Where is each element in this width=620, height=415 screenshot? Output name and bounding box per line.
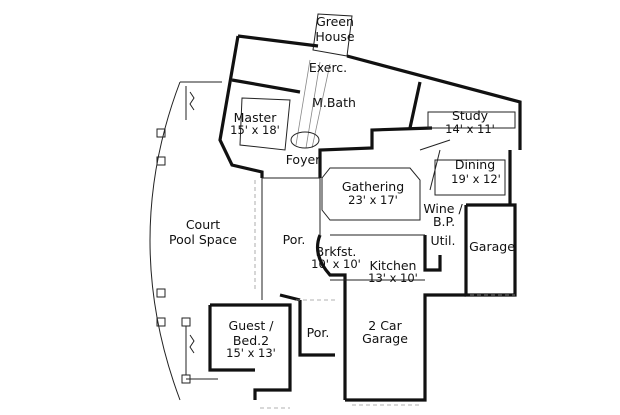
label-guest-porch: Por. bbox=[307, 325, 330, 340]
label-kitchen: Kitchen bbox=[370, 258, 417, 273]
label-two-car-garage-2: Garage bbox=[362, 331, 408, 346]
label-exercise: Exerc. bbox=[309, 60, 347, 75]
label-guest-2: Bed.2 bbox=[233, 333, 269, 348]
label-kitchen-size: 13' x 10' bbox=[368, 271, 418, 285]
label-dining: Dining bbox=[455, 157, 495, 172]
walls bbox=[208, 34, 522, 409]
label-study-size: 14' x 11' bbox=[445, 122, 495, 136]
label-green-house-1: Green bbox=[316, 14, 354, 29]
label-guest-size: 15' x 13' bbox=[226, 346, 276, 360]
label-garage: Garage bbox=[469, 239, 515, 254]
label-court-1: Court bbox=[186, 217, 220, 232]
exercise-track bbox=[290, 59, 331, 149]
label-study: Study bbox=[452, 108, 489, 123]
label-porch: Por. bbox=[283, 232, 306, 247]
label-dining-size: 19' x 12' bbox=[451, 172, 501, 186]
label-gathering-size: 23' x 17' bbox=[348, 193, 398, 207]
label-foyer: Foyer bbox=[286, 152, 321, 167]
label-gathering: Gathering bbox=[342, 179, 404, 194]
label-master: Master bbox=[234, 110, 278, 125]
label-breakfast: Brkfst. bbox=[316, 244, 357, 259]
label-green-house-2: House bbox=[315, 29, 354, 44]
room-labels: Green House Exerc. M.Bath Master 15' x 1… bbox=[169, 14, 515, 360]
label-master-bath: M.Bath bbox=[312, 95, 356, 110]
label-wine-2: B.P. bbox=[433, 214, 455, 229]
label-wine-1: Wine / bbox=[423, 201, 463, 216]
label-two-car-garage-1: 2 Car bbox=[368, 318, 402, 333]
label-master-size: 15' x 18' bbox=[230, 123, 280, 137]
label-breakfast-size: 10' x 10' bbox=[311, 257, 361, 271]
court-boundary bbox=[149, 81, 222, 401]
label-guest-1: Guest / bbox=[229, 318, 275, 333]
label-court-2: Pool Space bbox=[169, 232, 237, 247]
label-utility: Util. bbox=[431, 233, 456, 248]
